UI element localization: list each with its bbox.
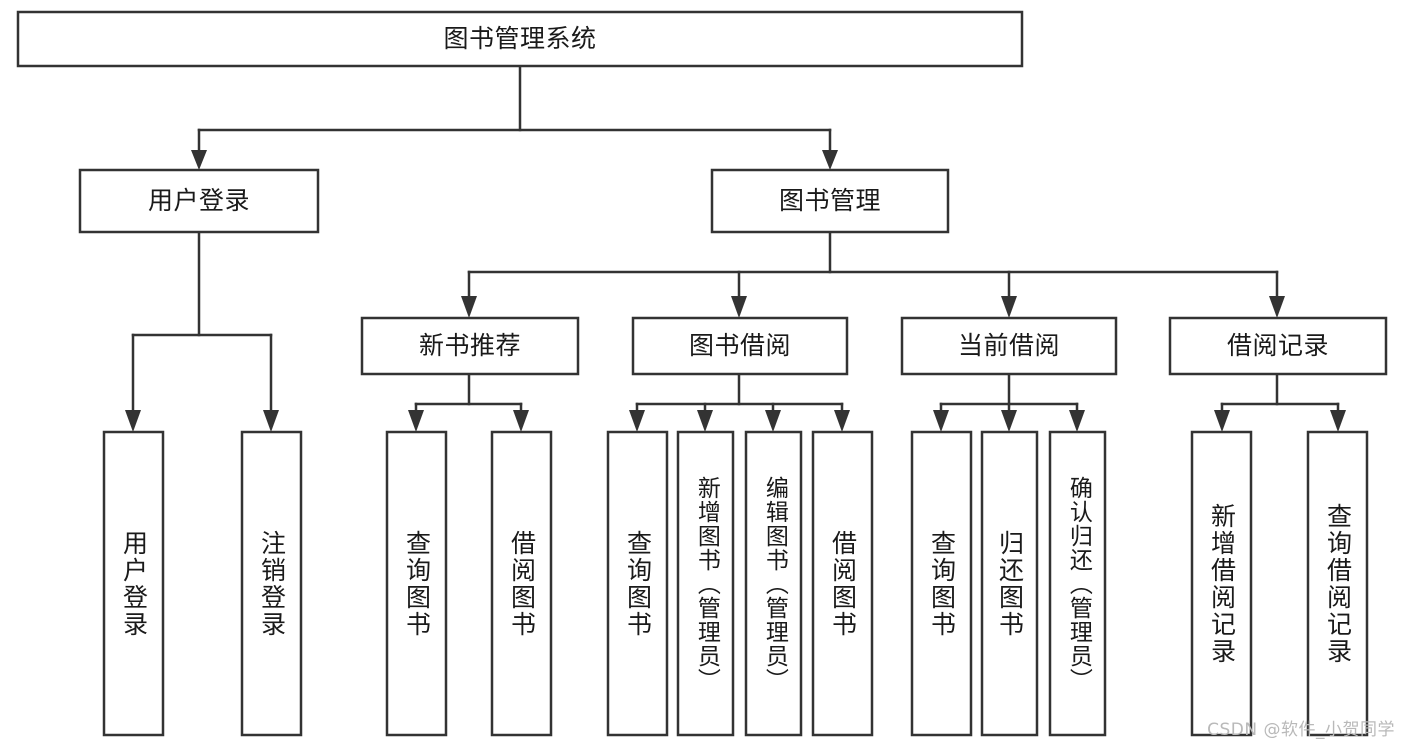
arrow-head-borrow-record xyxy=(1269,296,1285,318)
node-box-leaf-cur-return[interactable] xyxy=(980,430,1039,737)
node-box-leaf-cur-query[interactable] xyxy=(910,430,973,737)
arrow-head-leaf-cur-confirm xyxy=(1069,410,1085,432)
arrow-head-leaf-rec-add xyxy=(1214,410,1230,432)
arrow-head-leaf-borrow-do xyxy=(834,410,850,432)
arrow-head-leaf-rec-borrow xyxy=(513,410,529,432)
arrow-head-leaf-borrow-edit xyxy=(765,410,781,432)
node-box-new-book-rec[interactable] xyxy=(360,316,580,376)
arrow-head-leaf-rec-query xyxy=(408,410,424,432)
node-box-current-borrow[interactable] xyxy=(900,316,1118,376)
node-box-book-manage[interactable] xyxy=(710,168,950,234)
arrow-head-leaf-cur-return xyxy=(1001,410,1017,432)
node-box-leaf-borrow-do[interactable] xyxy=(811,430,874,737)
arrow-head-leaf-cur-query xyxy=(933,410,949,432)
node-box-leaf-cur-confirm[interactable] xyxy=(1048,430,1107,737)
node-box-leaf-logout[interactable] xyxy=(240,430,303,737)
arrow-head-leaf-user-login xyxy=(125,410,141,432)
node-box-book-borrow[interactable] xyxy=(631,316,849,376)
node-box-layer xyxy=(16,10,1388,737)
node-box-leaf-rec-search[interactable] xyxy=(1306,430,1369,737)
arrow-head-leaf-borrow-query xyxy=(629,410,645,432)
node-box-user-login[interactable] xyxy=(78,168,320,234)
arrow-head-book-borrow xyxy=(731,296,747,318)
node-box-leaf-rec-borrow[interactable] xyxy=(490,430,553,737)
node-box-leaf-borrow-query[interactable] xyxy=(606,430,669,737)
node-box-leaf-user-login[interactable] xyxy=(102,430,165,737)
watermark-text: CSDN @软件_小贺同学 xyxy=(1207,720,1395,740)
node-box-leaf-rec-query[interactable] xyxy=(385,430,448,737)
arrow-head-leaf-borrow-add xyxy=(697,410,713,432)
arrow-head-book-manage xyxy=(822,150,838,170)
node-box-leaf-borrow-add[interactable] xyxy=(676,430,735,737)
arrow-head-new-book-rec xyxy=(461,296,477,318)
node-box-leaf-borrow-edit[interactable] xyxy=(744,430,803,737)
arrow-head-leaf-rec-search xyxy=(1330,410,1346,432)
arrow-head-leaf-logout xyxy=(263,410,279,432)
node-box-borrow-record[interactable] xyxy=(1168,316,1388,376)
node-box-root[interactable] xyxy=(16,10,1024,68)
arrow-head-current-borrow xyxy=(1001,296,1017,318)
node-box-leaf-rec-add[interactable] xyxy=(1190,430,1253,737)
arrow-head-user-login xyxy=(191,150,207,170)
connector-layer xyxy=(125,64,1346,432)
